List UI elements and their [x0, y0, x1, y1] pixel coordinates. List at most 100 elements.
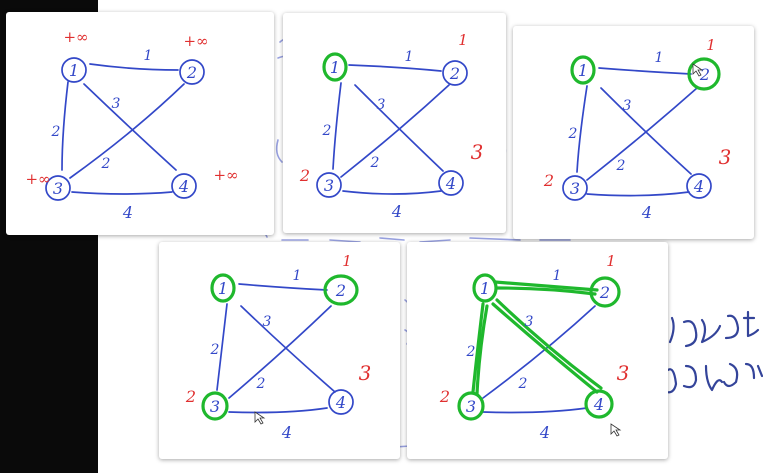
node-3-circle	[316, 172, 342, 198]
weight-2-3: 2	[518, 376, 528, 392]
node-1-highlight	[322, 52, 348, 82]
dist-label-4: 3	[719, 145, 732, 169]
weight-1-4: 3	[377, 97, 386, 113]
node-label-4: 4	[178, 177, 189, 196]
dist-label-4: 3	[359, 361, 372, 385]
edge-2-3	[482, 305, 596, 399]
cursor-icon	[692, 63, 704, 77]
node-label-1: 1	[69, 61, 79, 80]
weight-1-2: 1	[553, 268, 562, 284]
weight-3-4: 4	[539, 423, 550, 442]
node-2-highlight	[687, 57, 721, 91]
cursor-icon	[610, 423, 622, 437]
node-4-circle	[686, 173, 712, 199]
graph-panel-step-4: 1 2 3 4 1 2 3 2 4 1 2 3	[159, 242, 400, 459]
weight-2-3: 2	[256, 376, 266, 392]
edge-1-4	[354, 84, 444, 172]
weight-2-3: 2	[616, 158, 626, 174]
edge-1-3	[576, 85, 588, 173]
node-label-2: 2	[699, 65, 710, 84]
weight-3-4: 4	[641, 203, 652, 222]
dist-label-3: 2	[185, 387, 196, 406]
node-label-2: 2	[186, 63, 197, 82]
graph-panel-step-5: 1 2 3 4 1 2 3 2 4 1 2 3	[407, 242, 668, 459]
weight-1-2: 1	[144, 48, 153, 64]
node-label-3: 3	[570, 179, 580, 198]
weight-2-3: 2	[370, 155, 380, 171]
weight-1-3: 2	[51, 124, 61, 140]
dist-label-1: +∞	[63, 28, 88, 46]
weight-1-3: 2	[210, 342, 220, 358]
weight-1-2: 1	[293, 268, 302, 284]
edge-2-3	[586, 87, 698, 181]
weight-1-4: 3	[525, 314, 534, 330]
node-1-highlight	[210, 273, 236, 303]
edge-3-4	[586, 191, 690, 197]
edge-2-3	[228, 305, 332, 399]
node-2-highlight	[589, 276, 621, 308]
dist-label-3: +∞	[25, 170, 50, 188]
node-4-highlight	[584, 389, 614, 419]
weight-3-4: 4	[122, 203, 133, 222]
weight-1-4: 3	[112, 96, 121, 112]
weight-3-4: 4	[281, 423, 292, 442]
node-label-2: 2	[335, 281, 346, 300]
weight-1-3: 2	[466, 344, 476, 360]
edge-1-3	[216, 303, 228, 391]
node-label-4: 4	[335, 393, 346, 412]
dist-label-4: +∞	[213, 166, 238, 184]
node-label-3: 3	[324, 176, 334, 195]
graph-panel-step-2: 1 2 3 4 1 2 3 2 4 1 2 3	[283, 13, 506, 233]
graph-diagram-step-2: 1 2 3 4 1 2 3 2 4 1 2 3	[299, 31, 483, 221]
edge-2-3	[340, 84, 450, 178]
node-2-circle	[179, 59, 205, 85]
edge-3-4	[482, 407, 588, 414]
node-label-3: 3	[53, 179, 63, 198]
weight-1-2: 1	[405, 49, 414, 65]
weight-2-3: 2	[101, 156, 111, 172]
dist-label-2: 1	[342, 252, 352, 270]
graph-diagram-step-5: 1 2 3 4 1 2 3 2 4 1 2 3	[439, 252, 630, 442]
node-1-highlight	[570, 55, 596, 85]
node-label-2: 2	[599, 283, 610, 302]
weight-1-4: 3	[623, 98, 632, 114]
edge-1-3-highlight	[471, 302, 489, 396]
graph-diagram-step-3: 1 2 3 4 1 2 3 2 4 1 2 3	[543, 36, 732, 222]
node-4-circle	[171, 173, 197, 199]
node-1-circle	[61, 57, 87, 83]
dist-label-2: 1	[706, 36, 716, 54]
node-3-highlight	[201, 391, 229, 421]
node-2-highlight	[323, 274, 359, 306]
graph-panel-step-1: 1 2 3 4 1 2 3 2 4 +∞ +∞ +∞ +∞	[6, 12, 274, 235]
node-4-circle	[328, 389, 354, 415]
edge-1-2	[238, 283, 328, 291]
dist-label-3: 2	[543, 171, 554, 190]
node-3-highlight	[457, 391, 485, 421]
edge-1-4-highlight	[491, 298, 603, 394]
node-label-2: 2	[449, 64, 460, 83]
edge-1-2-highlight	[493, 280, 599, 296]
node-label-4: 4	[593, 395, 604, 414]
node-2-circle	[442, 60, 468, 86]
graph-diagram-step-1: 1 2 3 4 1 2 3 2 4 +∞ +∞ +∞ +∞	[25, 28, 238, 222]
dist-label-2: +∞	[183, 32, 208, 50]
edge-1-4	[83, 83, 177, 171]
edge-1-3	[61, 81, 69, 171]
node-label-1: 1	[480, 279, 490, 298]
node-label-3: 3	[466, 397, 476, 416]
graph-panel-step-3: 1 2 3 4 1 2 3 2 4 1 2 3	[513, 26, 754, 239]
node-label-4: 4	[693, 177, 704, 196]
edge-1-2	[348, 64, 442, 72]
node-label-1: 1	[578, 61, 588, 80]
weight-1-2: 1	[655, 50, 664, 66]
dist-label-2: 1	[606, 252, 616, 270]
node-3-circle	[45, 175, 71, 201]
dist-label-4: 3	[617, 361, 630, 385]
edge-1-2	[598, 67, 692, 75]
node-label-1: 1	[330, 58, 340, 77]
dist-label-3: 2	[299, 166, 310, 185]
node-4-circle	[438, 170, 464, 196]
graph-diagram-step-4: 1 2 3 4 1 2 3 2 4 1 2 3	[185, 252, 372, 442]
edge-1-2	[89, 63, 179, 71]
edge-3-4	[71, 191, 173, 195]
